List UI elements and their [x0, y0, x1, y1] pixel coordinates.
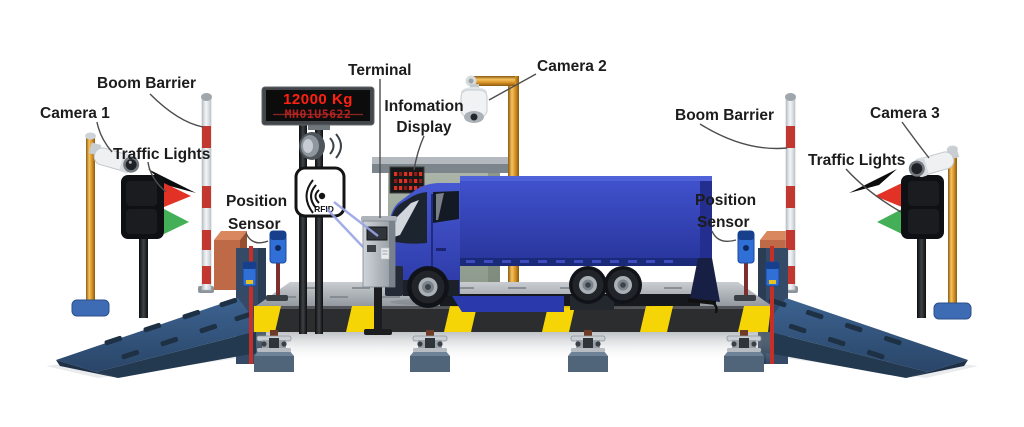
entry-sensor-right — [765, 261, 780, 287]
truck — [385, 176, 720, 314]
camera1-pole — [71, 132, 110, 317]
label-terminal: Terminal — [348, 62, 411, 79]
hazard-stripes — [254, 306, 771, 332]
load-cell — [410, 330, 450, 372]
position-sensor-left — [266, 230, 288, 301]
camera2-lens-icon — [470, 113, 478, 121]
traffic-light-left — [121, 169, 196, 318]
label-info-display-2: Display — [396, 119, 452, 136]
speaker-icon — [299, 132, 342, 160]
ramp-left — [56, 297, 262, 378]
camera3-lens-icon — [911, 163, 923, 175]
boom-barrier-left — [198, 93, 247, 293]
ramp-right — [753, 297, 968, 378]
green-light-right — [877, 209, 902, 234]
display-mast: 12000 Kg MH01U5622 RFID — [261, 86, 375, 334]
truck-rear-tarp — [690, 258, 720, 302]
label-camera-1: Camera 1 — [40, 105, 110, 122]
leader-camera-1 — [96, 121, 113, 153]
weight-value: 12000 Kg — [283, 91, 353, 108]
red-light-right — [875, 183, 902, 207]
leader-information-display — [413, 135, 425, 171]
leader-position-sensor-right — [711, 230, 737, 243]
hazard-band — [254, 306, 772, 332]
load-cells — [254, 330, 764, 372]
edge-post-left — [249, 246, 253, 364]
camera1-lens-icon — [125, 159, 137, 171]
rfid-reader: RFID — [294, 166, 346, 218]
green-light-left — [164, 209, 189, 234]
load-cell — [568, 330, 608, 372]
load-cell — [254, 330, 294, 372]
leader-boom-barrier-left — [149, 93, 204, 128]
leader-camera-2 — [488, 73, 537, 101]
camera-3 — [908, 146, 960, 178]
position-sensor-right — [734, 230, 756, 301]
text-labels: Camera 1 Boom Barrier Traffic Lights Pos… — [40, 58, 940, 233]
rfid-label: RFID — [314, 204, 334, 214]
leader-position-sensor-left — [245, 232, 269, 244]
label-position-left-2: Sensor — [228, 216, 281, 233]
edge-post-right — [770, 246, 774, 364]
label-position-right-2: Sensor — [697, 214, 750, 231]
label-boom-barrier-left: Boom Barrier — [97, 75, 196, 92]
label-info-display-1: Infomation — [384, 98, 463, 115]
label-camera-3: Camera 3 — [870, 105, 940, 122]
under-platform-shadow — [256, 332, 770, 362]
camera-2 — [460, 84, 488, 123]
label-traffic-lights-right: Traffic Lights — [808, 152, 905, 169]
weight-led-display: 12000 Kg MH01U5622 — [261, 86, 375, 126]
label-traffic-lights-left: Traffic Lights — [113, 146, 210, 163]
traffic-light-right — [849, 169, 944, 318]
boom-stripes-right — [786, 126, 795, 284]
boom-stripes-left — [202, 126, 211, 284]
leader-traffic-lights-right — [845, 168, 902, 213]
boom-base-left — [214, 240, 240, 290]
leader-lines — [96, 73, 930, 244]
leader-traffic-lights-left — [147, 161, 167, 193]
label-boom-barrier-right: Boom Barrier — [675, 107, 774, 124]
entry-sensor-left — [242, 261, 257, 287]
truck-rear-wheels — [571, 268, 640, 302]
camera1-pole-base — [71, 299, 110, 317]
camera3-pole-base — [933, 302, 972, 320]
terminal-kiosk — [361, 216, 397, 335]
label-position-right-1: Position — [695, 192, 756, 209]
rfid-beams — [326, 201, 379, 248]
guard-house-roof — [372, 157, 508, 165]
label-camera-2: Camera 2 — [537, 58, 607, 75]
label-position-left-1: Position — [226, 193, 287, 210]
truck-front-wheel — [410, 269, 446, 305]
red-light-left — [164, 183, 191, 207]
load-cell — [724, 330, 764, 372]
truck-cargo-box — [460, 176, 712, 258]
camera-1 — [88, 142, 140, 174]
leader-boom-barrier-right — [699, 123, 788, 150]
leader-camera-3 — [901, 121, 930, 159]
